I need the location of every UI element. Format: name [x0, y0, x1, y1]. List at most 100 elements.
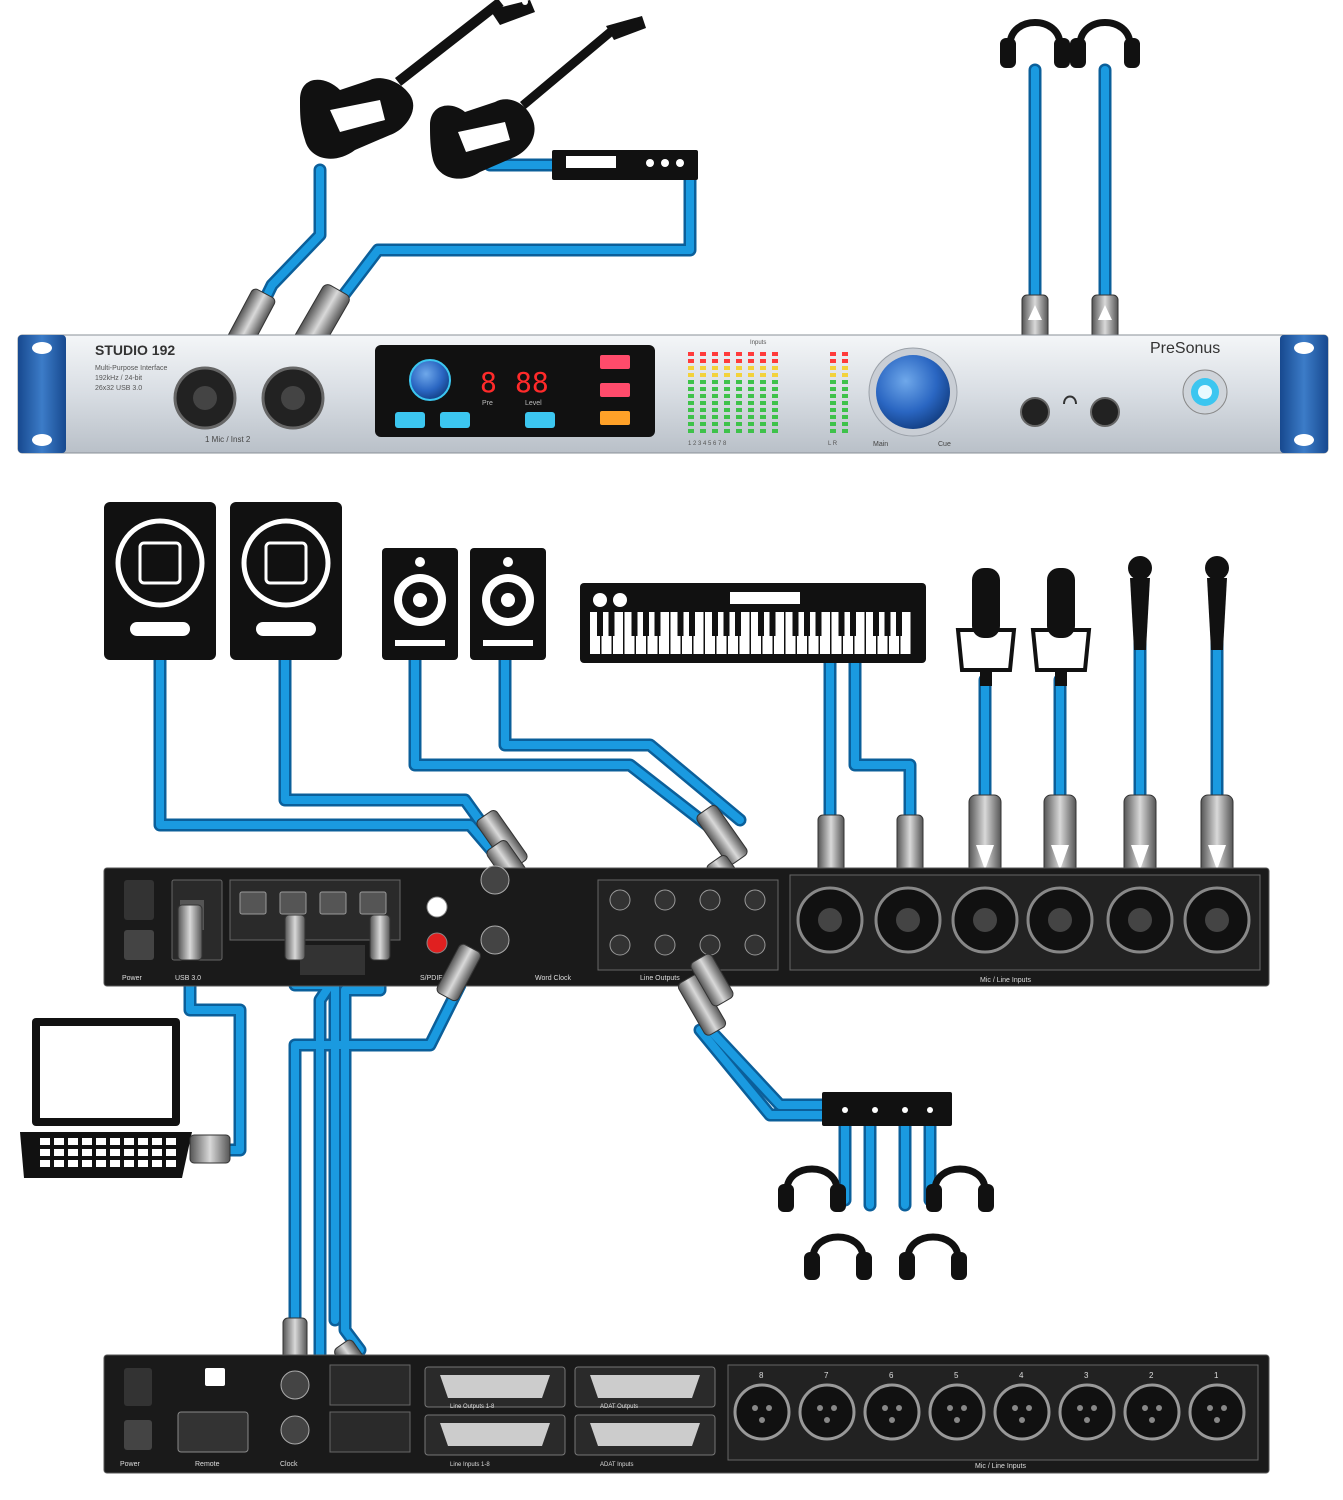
enter-button[interactable] — [525, 412, 555, 428]
power-button[interactable] — [1182, 369, 1228, 415]
xlr-input-jack[interactable] — [928, 1383, 986, 1441]
electric-guitar-icon — [430, 16, 646, 179]
meter-led — [772, 380, 778, 384]
main-volume-knob[interactable] — [868, 347, 958, 437]
combo-input-2[interactable] — [261, 366, 325, 430]
meter-led — [688, 429, 694, 433]
headphone-jack-2[interactable] — [1090, 397, 1120, 427]
optical-port[interactable] — [279, 891, 307, 915]
wordclock-out[interactable] — [480, 925, 510, 955]
xlr-pin — [947, 1405, 953, 1411]
xlr-number: 4 — [1019, 1371, 1024, 1380]
func-button-3[interactable] — [600, 411, 630, 425]
meter-led — [748, 387, 754, 391]
piano-key — [900, 612, 911, 654]
db25-connector[interactable] — [574, 1414, 716, 1456]
meter-led — [760, 373, 766, 377]
xlr-input-jack[interactable] — [993, 1383, 1051, 1441]
optical-port[interactable] — [319, 891, 347, 915]
spdif-out-jack[interactable] — [426, 932, 448, 954]
combo-input-1[interactable] — [173, 366, 237, 430]
meter-led — [724, 380, 730, 384]
xlr-label: Mic / Line Inputs — [975, 1463, 1026, 1470]
xlr-pin — [1207, 1405, 1213, 1411]
spdif-in-jack[interactable] — [426, 896, 448, 918]
meter-led — [736, 408, 742, 412]
clock-in[interactable] — [280, 1370, 310, 1400]
piano-key — [889, 612, 899, 654]
meter-led — [736, 415, 742, 419]
meter-led — [688, 415, 694, 419]
optical-port[interactable] — [239, 891, 267, 915]
piano-black-key — [769, 612, 776, 636]
model-label: STUDIO 192 — [95, 342, 175, 358]
control-display: 8 88 Pre Level — [375, 345, 655, 437]
meter-led — [772, 422, 778, 426]
meter-led — [748, 366, 754, 370]
optical-port[interactable] — [359, 891, 387, 915]
headphones-icon — [1000, 19, 1070, 68]
xlr-input-jack[interactable] — [1058, 1383, 1116, 1441]
db25-connector[interactable] — [574, 1366, 716, 1408]
effects-pedal-icon — [552, 150, 698, 180]
laptop-key — [152, 1138, 162, 1145]
xlr-number: 3 — [1084, 1371, 1089, 1380]
clock-out[interactable] — [280, 1415, 310, 1445]
power-switch[interactable] — [124, 880, 154, 920]
db25-label-a: Line Outputs 1-8 — [450, 1404, 495, 1410]
xlr-input-jack[interactable] — [1123, 1383, 1181, 1441]
piano-key — [728, 612, 738, 654]
meter-led — [830, 415, 836, 419]
db25-connector[interactable] — [424, 1414, 566, 1456]
xlr-input-jack[interactable] — [733, 1383, 791, 1441]
meter-led — [772, 408, 778, 412]
xlr-pin — [961, 1405, 967, 1411]
power-switch[interactable] — [124, 1368, 152, 1406]
meter-led — [842, 422, 848, 426]
laptop-key — [166, 1160, 176, 1167]
piano-black-key — [838, 612, 845, 636]
meter-led — [748, 359, 754, 363]
left-arrow-button[interactable] — [395, 412, 425, 428]
headphones-icon — [778, 1165, 846, 1212]
right-arrow-button[interactable] — [440, 412, 470, 428]
xlr-input-jack[interactable] — [798, 1383, 856, 1441]
xlr-pin — [1084, 1417, 1090, 1423]
remote-port[interactable] — [177, 1411, 249, 1453]
xlr-pin — [1077, 1405, 1083, 1411]
meter-led — [830, 359, 836, 363]
piano-key — [693, 612, 704, 654]
encoder-knob[interactable] — [409, 359, 451, 401]
meter-led — [830, 380, 836, 384]
laptop-key — [40, 1149, 50, 1156]
meter-led — [736, 387, 742, 391]
laptop-key — [96, 1138, 106, 1145]
db25-connector[interactable] — [424, 1366, 566, 1408]
func-button-2[interactable] — [600, 383, 630, 397]
headphone-jack-1[interactable] — [1020, 397, 1050, 427]
xlr-pin — [1026, 1405, 1032, 1411]
xlr-input-jack[interactable] — [1188, 1383, 1246, 1441]
xlr-input-jack[interactable] — [863, 1383, 921, 1441]
meter-led — [748, 415, 754, 419]
piano-black-key — [723, 612, 730, 636]
meter-led — [688, 366, 694, 370]
piano-key — [774, 612, 784, 654]
cables — [153, 63, 1224, 1407]
func-button-1[interactable] — [600, 355, 630, 369]
meter-led — [772, 387, 778, 391]
piano-key — [820, 612, 830, 654]
power-inlet — [124, 930, 154, 960]
meter-led — [736, 394, 742, 398]
meter-led — [830, 352, 836, 356]
piano-key — [647, 612, 658, 654]
meter-led — [748, 408, 754, 412]
piano-key — [659, 612, 669, 654]
headphone-amp-icon — [822, 1092, 952, 1126]
main-meter-caption: L R — [828, 441, 838, 447]
meter-led — [688, 380, 694, 384]
model-sub-3: 26x32 USB 3.0 — [95, 385, 142, 392]
piano-key — [785, 612, 796, 654]
xlr-pin — [752, 1405, 758, 1411]
wordclock-in[interactable] — [480, 865, 510, 895]
